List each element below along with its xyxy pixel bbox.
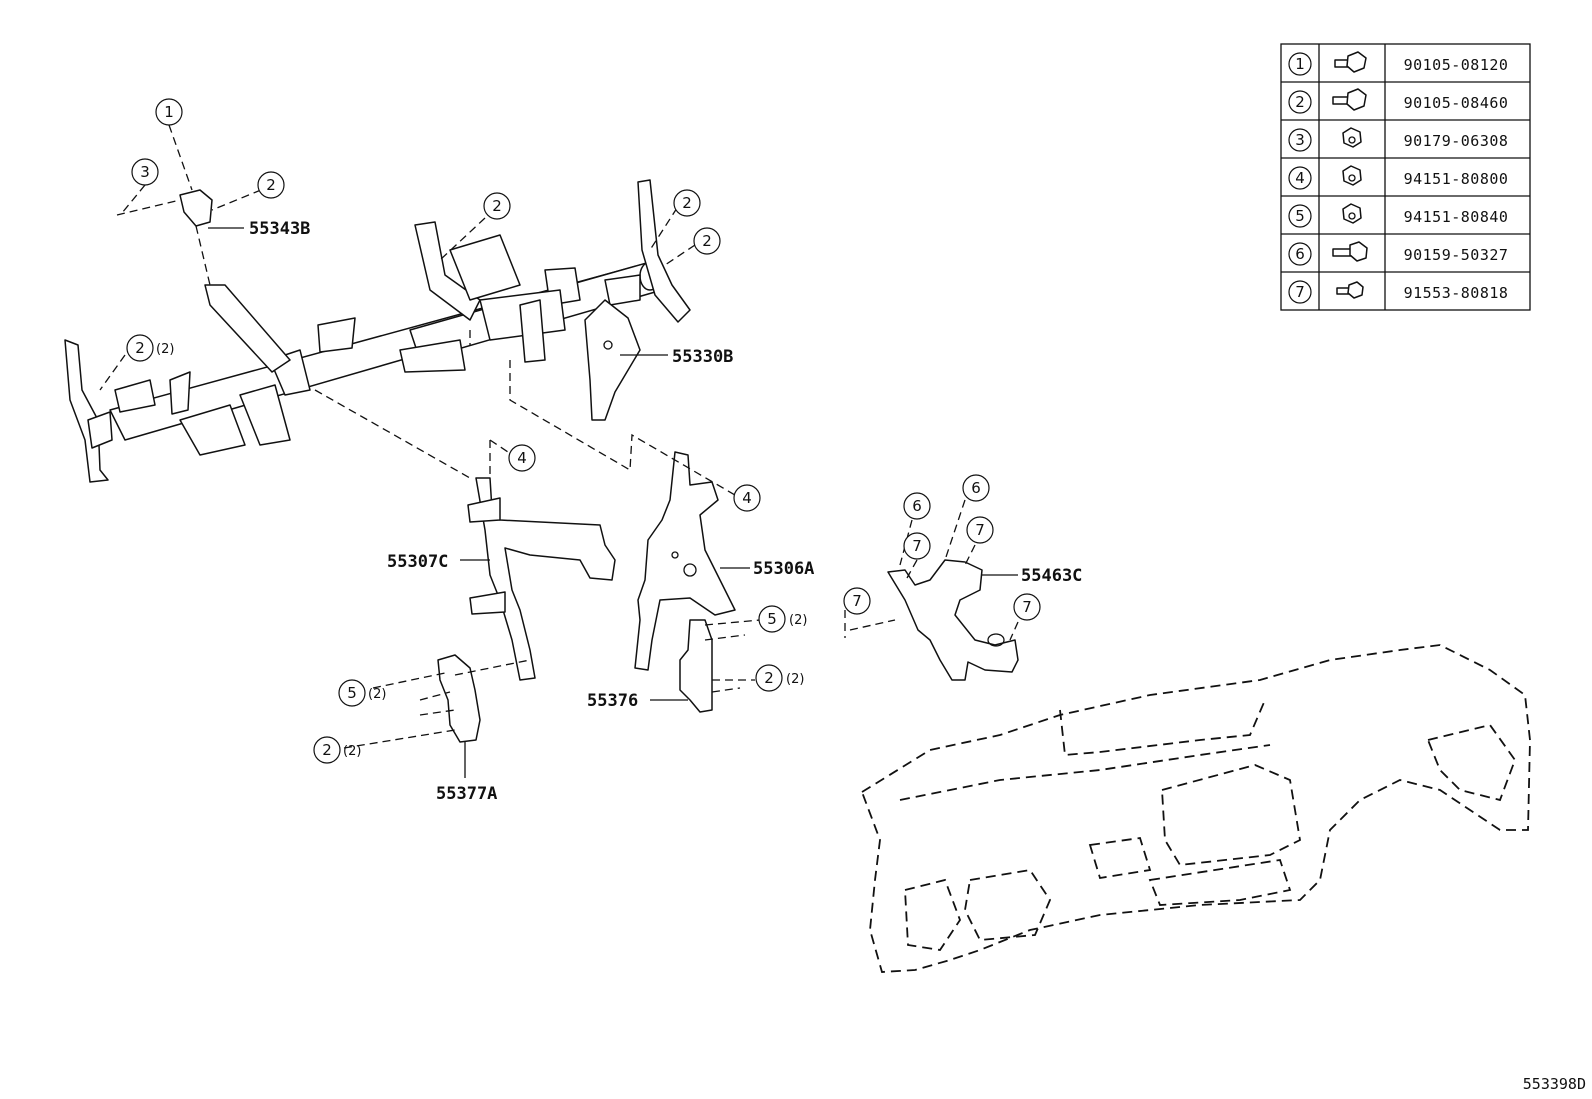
table-key: 5 xyxy=(1295,207,1305,225)
callout-5-qty: 5 (2) xyxy=(338,679,386,707)
callout-7: 7 xyxy=(843,587,871,615)
svg-text:(2): (2) xyxy=(786,672,804,687)
label-leaders xyxy=(208,227,1018,778)
svg-text:5: 5 xyxy=(767,610,777,628)
brace-55306a-drawing xyxy=(634,451,736,671)
svg-text:2: 2 xyxy=(322,741,332,759)
part-number: 90105-08120 xyxy=(1404,56,1509,74)
part-number: 94151-80840 xyxy=(1404,208,1509,226)
part-number: 90105-08460 xyxy=(1404,94,1509,112)
part-label-55377a: 55377A xyxy=(436,784,497,804)
svg-text:3: 3 xyxy=(140,163,150,181)
table-key: 4 xyxy=(1295,169,1305,187)
svg-text:1: 1 xyxy=(164,103,174,121)
part-number: 90159-50327 xyxy=(1404,246,1509,264)
svg-text:2: 2 xyxy=(702,232,712,250)
svg-text:4: 4 xyxy=(742,489,752,507)
part-label-55330b: 55330B xyxy=(672,347,733,367)
callout-4: 4 xyxy=(733,484,761,512)
callout-6: 6 xyxy=(962,474,990,502)
svg-text:2: 2 xyxy=(266,176,276,194)
callout-2: 2 xyxy=(257,171,285,199)
instrument-panel-outline xyxy=(860,644,1531,973)
screw-icon xyxy=(1336,281,1364,299)
screw-icon xyxy=(1332,241,1368,262)
callout-2-qty: 2 (2) xyxy=(126,334,174,362)
fastener-table: 1 90105-08120 2 90105-08460 3 90179-0630… xyxy=(1280,43,1531,311)
table-row: 6 90159-50327 xyxy=(1288,241,1509,266)
leader-lines xyxy=(99,124,1019,749)
table-key: 3 xyxy=(1295,131,1305,149)
callout-2: 2 xyxy=(483,192,511,220)
brace-55307c-drawing xyxy=(467,477,616,681)
callout-3: 3 xyxy=(131,158,159,186)
svg-text:2: 2 xyxy=(764,669,774,687)
table-key: 1 xyxy=(1295,55,1305,73)
svg-text:(2): (2) xyxy=(156,342,174,357)
callout-2-qty: 2 (2) xyxy=(755,664,804,692)
callout-7: 7 xyxy=(903,532,931,560)
svg-text:5: 5 xyxy=(347,684,357,702)
callout-1: 1 xyxy=(155,98,183,126)
table-row: 1 90105-08120 xyxy=(1288,51,1509,76)
part-label-55307c: 55307C xyxy=(387,552,448,572)
flange-nut-icon xyxy=(1342,203,1362,224)
bracket-55343b-drawing xyxy=(179,189,213,227)
part-number: 94151-80800 xyxy=(1404,170,1509,188)
table-row: 4 94151-80800 xyxy=(1288,165,1509,190)
bracket-55377a-drawing xyxy=(437,654,481,743)
bracket-55463c-drawing xyxy=(887,559,1019,681)
part-number: 90179-06308 xyxy=(1404,132,1509,150)
part-number: 91553-80818 xyxy=(1404,284,1509,302)
callout-4: 4 xyxy=(508,444,536,472)
svg-text:2: 2 xyxy=(492,197,502,215)
figure-id: 553398D xyxy=(1522,1075,1586,1093)
callout-5-qty: 5 (2) xyxy=(758,605,807,633)
callout-6: 6 xyxy=(903,492,931,520)
bracket-55376-drawing xyxy=(679,619,713,713)
svg-text:2: 2 xyxy=(682,194,692,212)
svg-text:(2): (2) xyxy=(343,744,361,759)
callout-7: 7 xyxy=(966,516,994,544)
svg-text:(2): (2) xyxy=(789,613,807,628)
callout-2: 2 xyxy=(673,189,701,217)
part-label-55376: 55376 xyxy=(587,691,638,711)
svg-text:6: 6 xyxy=(971,479,981,497)
table-key: 2 xyxy=(1295,93,1305,111)
flange-bolt-icon xyxy=(1334,51,1367,73)
svg-text:7: 7 xyxy=(1022,598,1032,616)
svg-text:(2): (2) xyxy=(368,687,386,702)
bracket-55330b-drawing xyxy=(584,299,641,421)
svg-text:7: 7 xyxy=(975,521,985,539)
table-key: 7 xyxy=(1295,283,1305,301)
table-row: 7 91553-80818 xyxy=(1288,280,1509,304)
svg-text:7: 7 xyxy=(912,537,922,555)
svg-text:7: 7 xyxy=(852,592,862,610)
table-key: 6 xyxy=(1295,245,1305,263)
flange-bolt-icon xyxy=(1332,88,1367,111)
svg-text:2: 2 xyxy=(135,339,145,357)
part-label-55306a: 55306A xyxy=(753,559,814,579)
part-label-55343b: 55343B xyxy=(249,219,310,239)
flange-nut-icon xyxy=(1342,127,1362,148)
table-row: 3 90179-06308 xyxy=(1288,127,1509,152)
reinforcement-beam-drawing xyxy=(64,179,691,483)
callout-7: 7 xyxy=(1013,593,1041,621)
svg-text:4: 4 xyxy=(517,449,527,467)
svg-text:6: 6 xyxy=(912,497,922,515)
flange-nut-icon xyxy=(1342,165,1362,186)
table-row: 5 94151-80840 xyxy=(1288,203,1509,228)
callout-2: 2 xyxy=(693,227,721,255)
table-row: 2 90105-08460 xyxy=(1288,88,1509,114)
callout-2-qty: 2 (2) xyxy=(313,736,361,764)
part-label-55463c: 55463C xyxy=(1021,566,1082,586)
